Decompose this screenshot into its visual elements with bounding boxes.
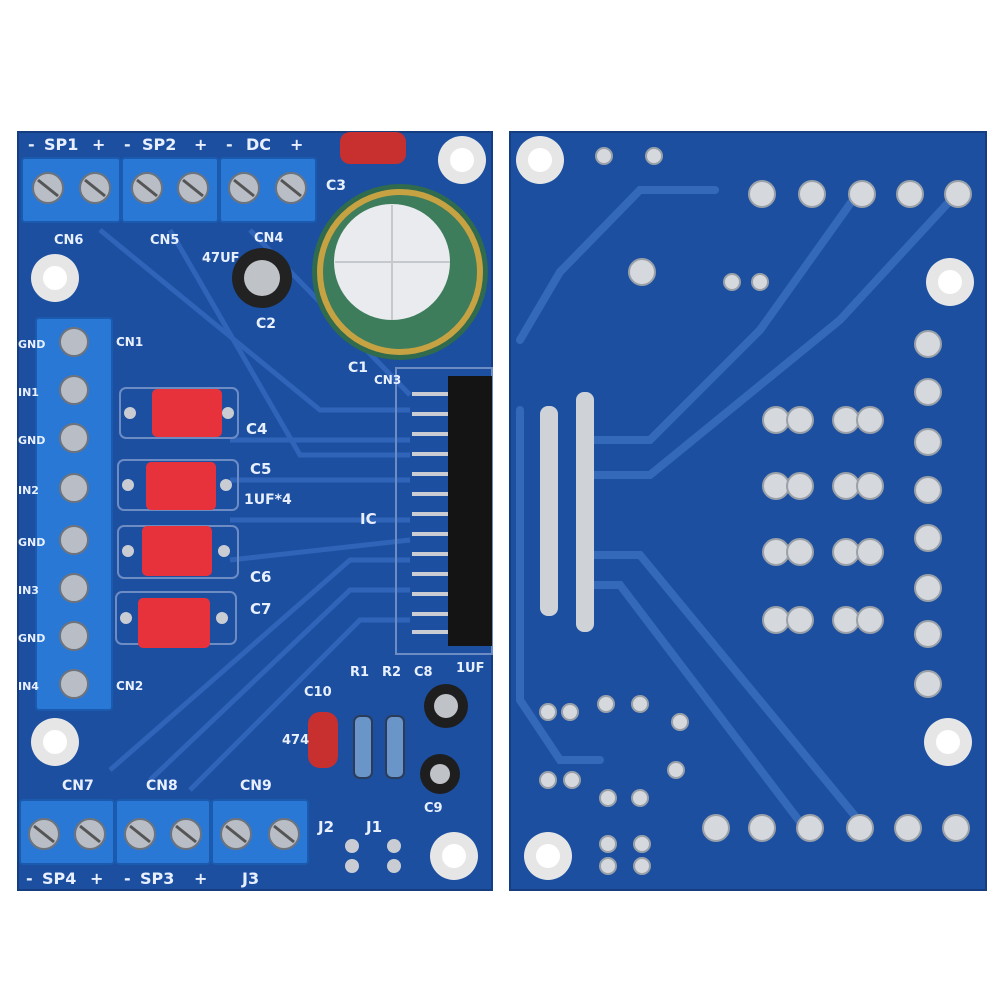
- cn2-label: CN2: [116, 679, 143, 693]
- sp2-minus: -: [124, 135, 131, 154]
- pin-in4: IN4: [18, 680, 39, 693]
- cn5-label: CN5: [150, 233, 179, 248]
- cn8-label: CN8: [146, 778, 178, 794]
- c7-label: C7: [250, 600, 271, 618]
- c1-label: C1: [348, 360, 368, 376]
- front-mounting-holes: [31, 136, 486, 880]
- c5-label: C5: [250, 460, 271, 478]
- ic-pin-row: [540, 392, 594, 632]
- c2-value: 47UF: [202, 251, 240, 266]
- bottom-terminal-blocks: CN7 CN8 CN9: [19, 778, 309, 865]
- c3-label: C3: [326, 178, 346, 194]
- j2-label: J2: [317, 818, 334, 836]
- dc-plus: +: [290, 135, 303, 154]
- cn7-label: CN7: [62, 778, 94, 794]
- sp4-plus: +: [90, 869, 103, 888]
- sp4-label: SP4: [42, 869, 76, 888]
- jumper-pads: [345, 839, 401, 873]
- c8-label: C8: [414, 665, 433, 680]
- pin-gnd-4: GND: [18, 632, 45, 645]
- sp4-minus: -: [26, 869, 33, 888]
- input-terminal-strip: GND IN1 GND IN2 GND IN3 GND IN4 CN1 CN2: [18, 317, 143, 711]
- back-traces: [516, 186, 964, 826]
- cn9-label: CN9: [240, 778, 272, 794]
- sp1-plus: +: [92, 135, 105, 154]
- sp3-label: SP3: [140, 869, 174, 888]
- j1-label: J1: [365, 818, 382, 836]
- pin-in1: IN1: [18, 386, 39, 399]
- dc-label: DC: [246, 135, 271, 154]
- film-capacitors: C4 C5 1UF*4 C6 C7: [115, 387, 292, 648]
- top-silkscreen: - SP1 + - SP2 + - DC + CN6 CN5 CN4: [28, 135, 303, 248]
- lower-components: C10 474 R1 R2 C8 1UF C9: [282, 661, 484, 816]
- sp3-plus: +: [194, 869, 207, 888]
- top-terminal-blocks: [21, 157, 317, 223]
- c3-capacitor: C3: [326, 132, 406, 194]
- cn1-label: CN1: [116, 335, 143, 349]
- sp2-label: SP2: [142, 135, 176, 154]
- pin-in3: IN3: [18, 584, 39, 597]
- ic-label: IC: [360, 510, 377, 528]
- c10-value: 474: [282, 733, 309, 748]
- sp1-label: SP1: [44, 135, 78, 154]
- cap-1uf-label: 1UF*4: [244, 492, 292, 508]
- sp1-minus: -: [28, 135, 35, 154]
- pin-in2: IN2: [18, 484, 39, 497]
- sp2-plus: +: [194, 135, 207, 154]
- cn3-label: CN3: [374, 373, 401, 387]
- pin-gnd-2: GND: [18, 434, 45, 447]
- bottom-silkscreen: - SP4 + - SP3 + J3 J2 J1: [26, 818, 382, 888]
- c9-label: C9: [424, 801, 443, 816]
- r1-label: R1: [350, 665, 369, 680]
- c1-capacitor: C1: [312, 184, 488, 376]
- amplifier-ic: IC CN3: [360, 367, 493, 655]
- c8-value: 1UF: [456, 661, 484, 676]
- front-board: - SP1 + - SP2 + - DC + CN6 CN5 CN4 C3 C1: [17, 131, 493, 891]
- c10-label: C10: [304, 685, 332, 700]
- pin-gnd-1: GND: [18, 338, 45, 351]
- sp3-minus: -: [124, 869, 131, 888]
- r2-label: R2: [382, 665, 401, 680]
- pin-gnd-3: GND: [18, 536, 45, 549]
- j3-label: J3: [241, 869, 259, 888]
- back-board: [509, 131, 987, 891]
- c2-capacitor: C2 47UF: [202, 248, 292, 332]
- cn4-label: CN4: [254, 231, 283, 246]
- c4-label: C4: [246, 420, 267, 438]
- dc-minus: -: [226, 135, 233, 154]
- front-traces: [98, 228, 412, 792]
- back-mounting-holes: [516, 136, 974, 880]
- c2-label: C2: [256, 316, 276, 332]
- cn6-label: CN6: [54, 233, 83, 248]
- solder-joints: [539, 147, 972, 875]
- c6-label: C6: [250, 568, 271, 586]
